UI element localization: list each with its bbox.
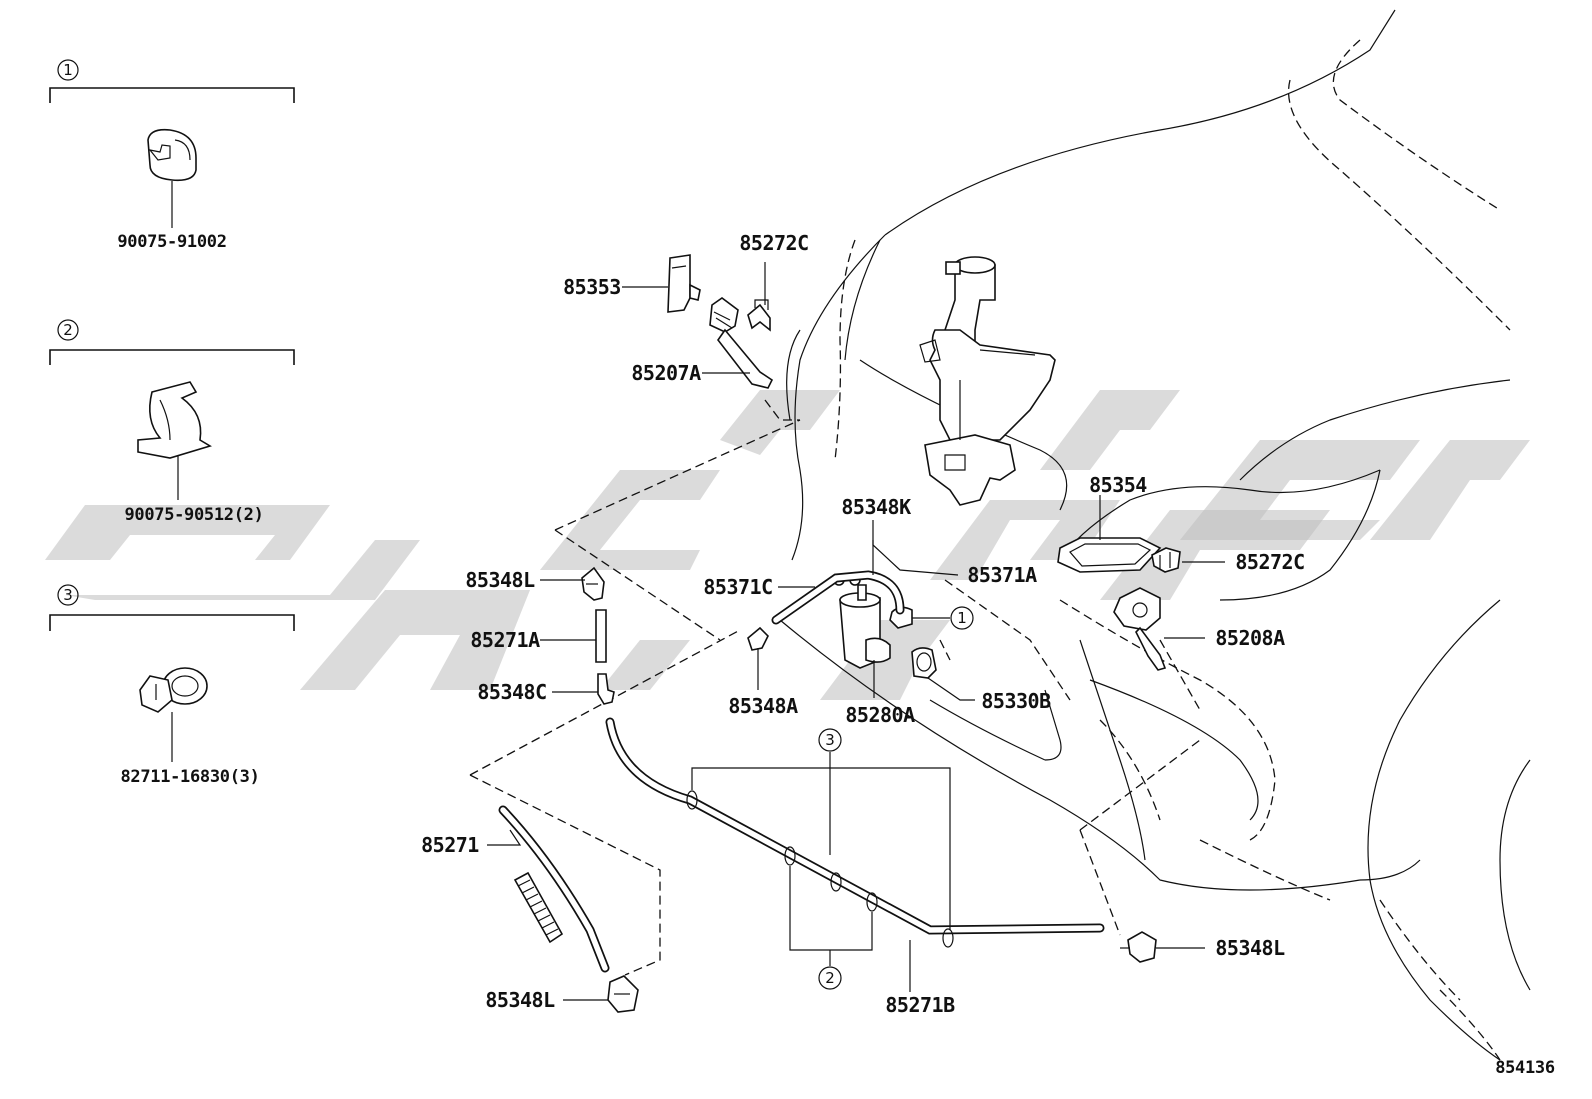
grommet-85330b: [911, 647, 937, 679]
label-85353: 85353: [563, 275, 621, 299]
label-85348c: 85348C: [477, 680, 546, 704]
callout-1-number: 1: [63, 61, 73, 79]
label-85272c-top: 85272C: [739, 231, 808, 255]
diagram-id: 854136: [1495, 1058, 1555, 1078]
callout-3-group: 3 82711-16830(3): [49, 584, 295, 787]
part-labels: 85272C 85353 85207A 85354 85348K 85371C …: [421, 231, 1305, 1017]
callout-2-bracket: [49, 349, 295, 365]
hose-clip-icon: [139, 667, 208, 713]
pump-callout-1: 1: [912, 606, 974, 630]
fitting-85348l-bottom: [607, 975, 639, 1013]
callout-2-circle: [57, 319, 79, 341]
clip-icon: [137, 381, 212, 459]
vehicle-body-outline: [779, 9, 1531, 1061]
label-85371a: 85371A: [967, 563, 1037, 587]
corrugated-sleeve: [513, 871, 564, 944]
label-85348l-bottom: 85348L: [485, 988, 555, 1012]
label-85271b: 85271B: [885, 993, 955, 1017]
label-85371c: 85371C: [703, 575, 772, 599]
hose-callout-3: 3: [825, 731, 835, 749]
lid-85354: [1057, 537, 1162, 573]
fitting-85348l-right: [1120, 931, 1157, 963]
clip-85272c-top: [747, 299, 771, 332]
label-85348a: 85348A: [728, 694, 798, 718]
callout-3-number: 3: [63, 586, 73, 604]
headlamp-cover-85353: [667, 254, 701, 313]
hose-85271a: [595, 609, 607, 663]
label-85271: 85271: [421, 833, 479, 857]
washer-tank: [919, 256, 1056, 506]
pump-callout-1-number: 1: [957, 609, 967, 627]
hose-bracket-2: 2: [789, 866, 873, 990]
label-85207a: 85207A: [631, 361, 701, 385]
connector-85348c: [597, 673, 615, 705]
label-85348l-right: 85348L: [1215, 936, 1285, 960]
hose-network: [498, 570, 1105, 973]
callout-1-circle: [57, 59, 79, 81]
label-85208a: 85208A: [1215, 626, 1285, 650]
callout-3-circle: [57, 584, 79, 606]
label-85280a: 85280A: [845, 703, 915, 727]
nozzle-85207a: [709, 297, 774, 389]
callout-2-number: 2: [63, 321, 73, 339]
label-85348l-left: 85348L: [465, 568, 535, 592]
hose-callout-2: 2: [825, 969, 835, 987]
label-85354: 85354: [1089, 473, 1147, 497]
callout-3-bracket: [49, 614, 295, 631]
callout-1-part-number: 90075-91002: [117, 232, 226, 252]
fitting-right-near-pump: [889, 606, 913, 629]
label-85272c-right: 85272C: [1235, 550, 1304, 574]
fitting-85348l-left: [581, 566, 605, 601]
callout-1-bracket: [49, 87, 295, 103]
leader-lines: [487, 262, 1225, 1001]
watermark-logo: [45, 390, 1530, 700]
callout-1-group: 1 90075-91002: [49, 59, 295, 252]
hose-bracket-3: 3: [691, 728, 951, 930]
nozzle-85208a: [1113, 587, 1167, 671]
label-85330b: 85330B: [981, 689, 1051, 713]
callout-2-group: 2 90075-90512(2): [49, 319, 295, 525]
washer-pump-85280a: [839, 584, 891, 669]
label-85271a: 85271A: [470, 628, 540, 652]
callout-2-part-number: 90075-90512(2): [124, 505, 263, 525]
clip-85272c-right: [1151, 547, 1181, 573]
fitting-85348a: [747, 626, 769, 651]
label-85348k: 85348K: [841, 495, 911, 519]
hose-clamps: [686, 790, 954, 948]
callout-3-part-number: 82711-16830(3): [120, 767, 259, 787]
clamp-icon: [147, 128, 197, 182]
